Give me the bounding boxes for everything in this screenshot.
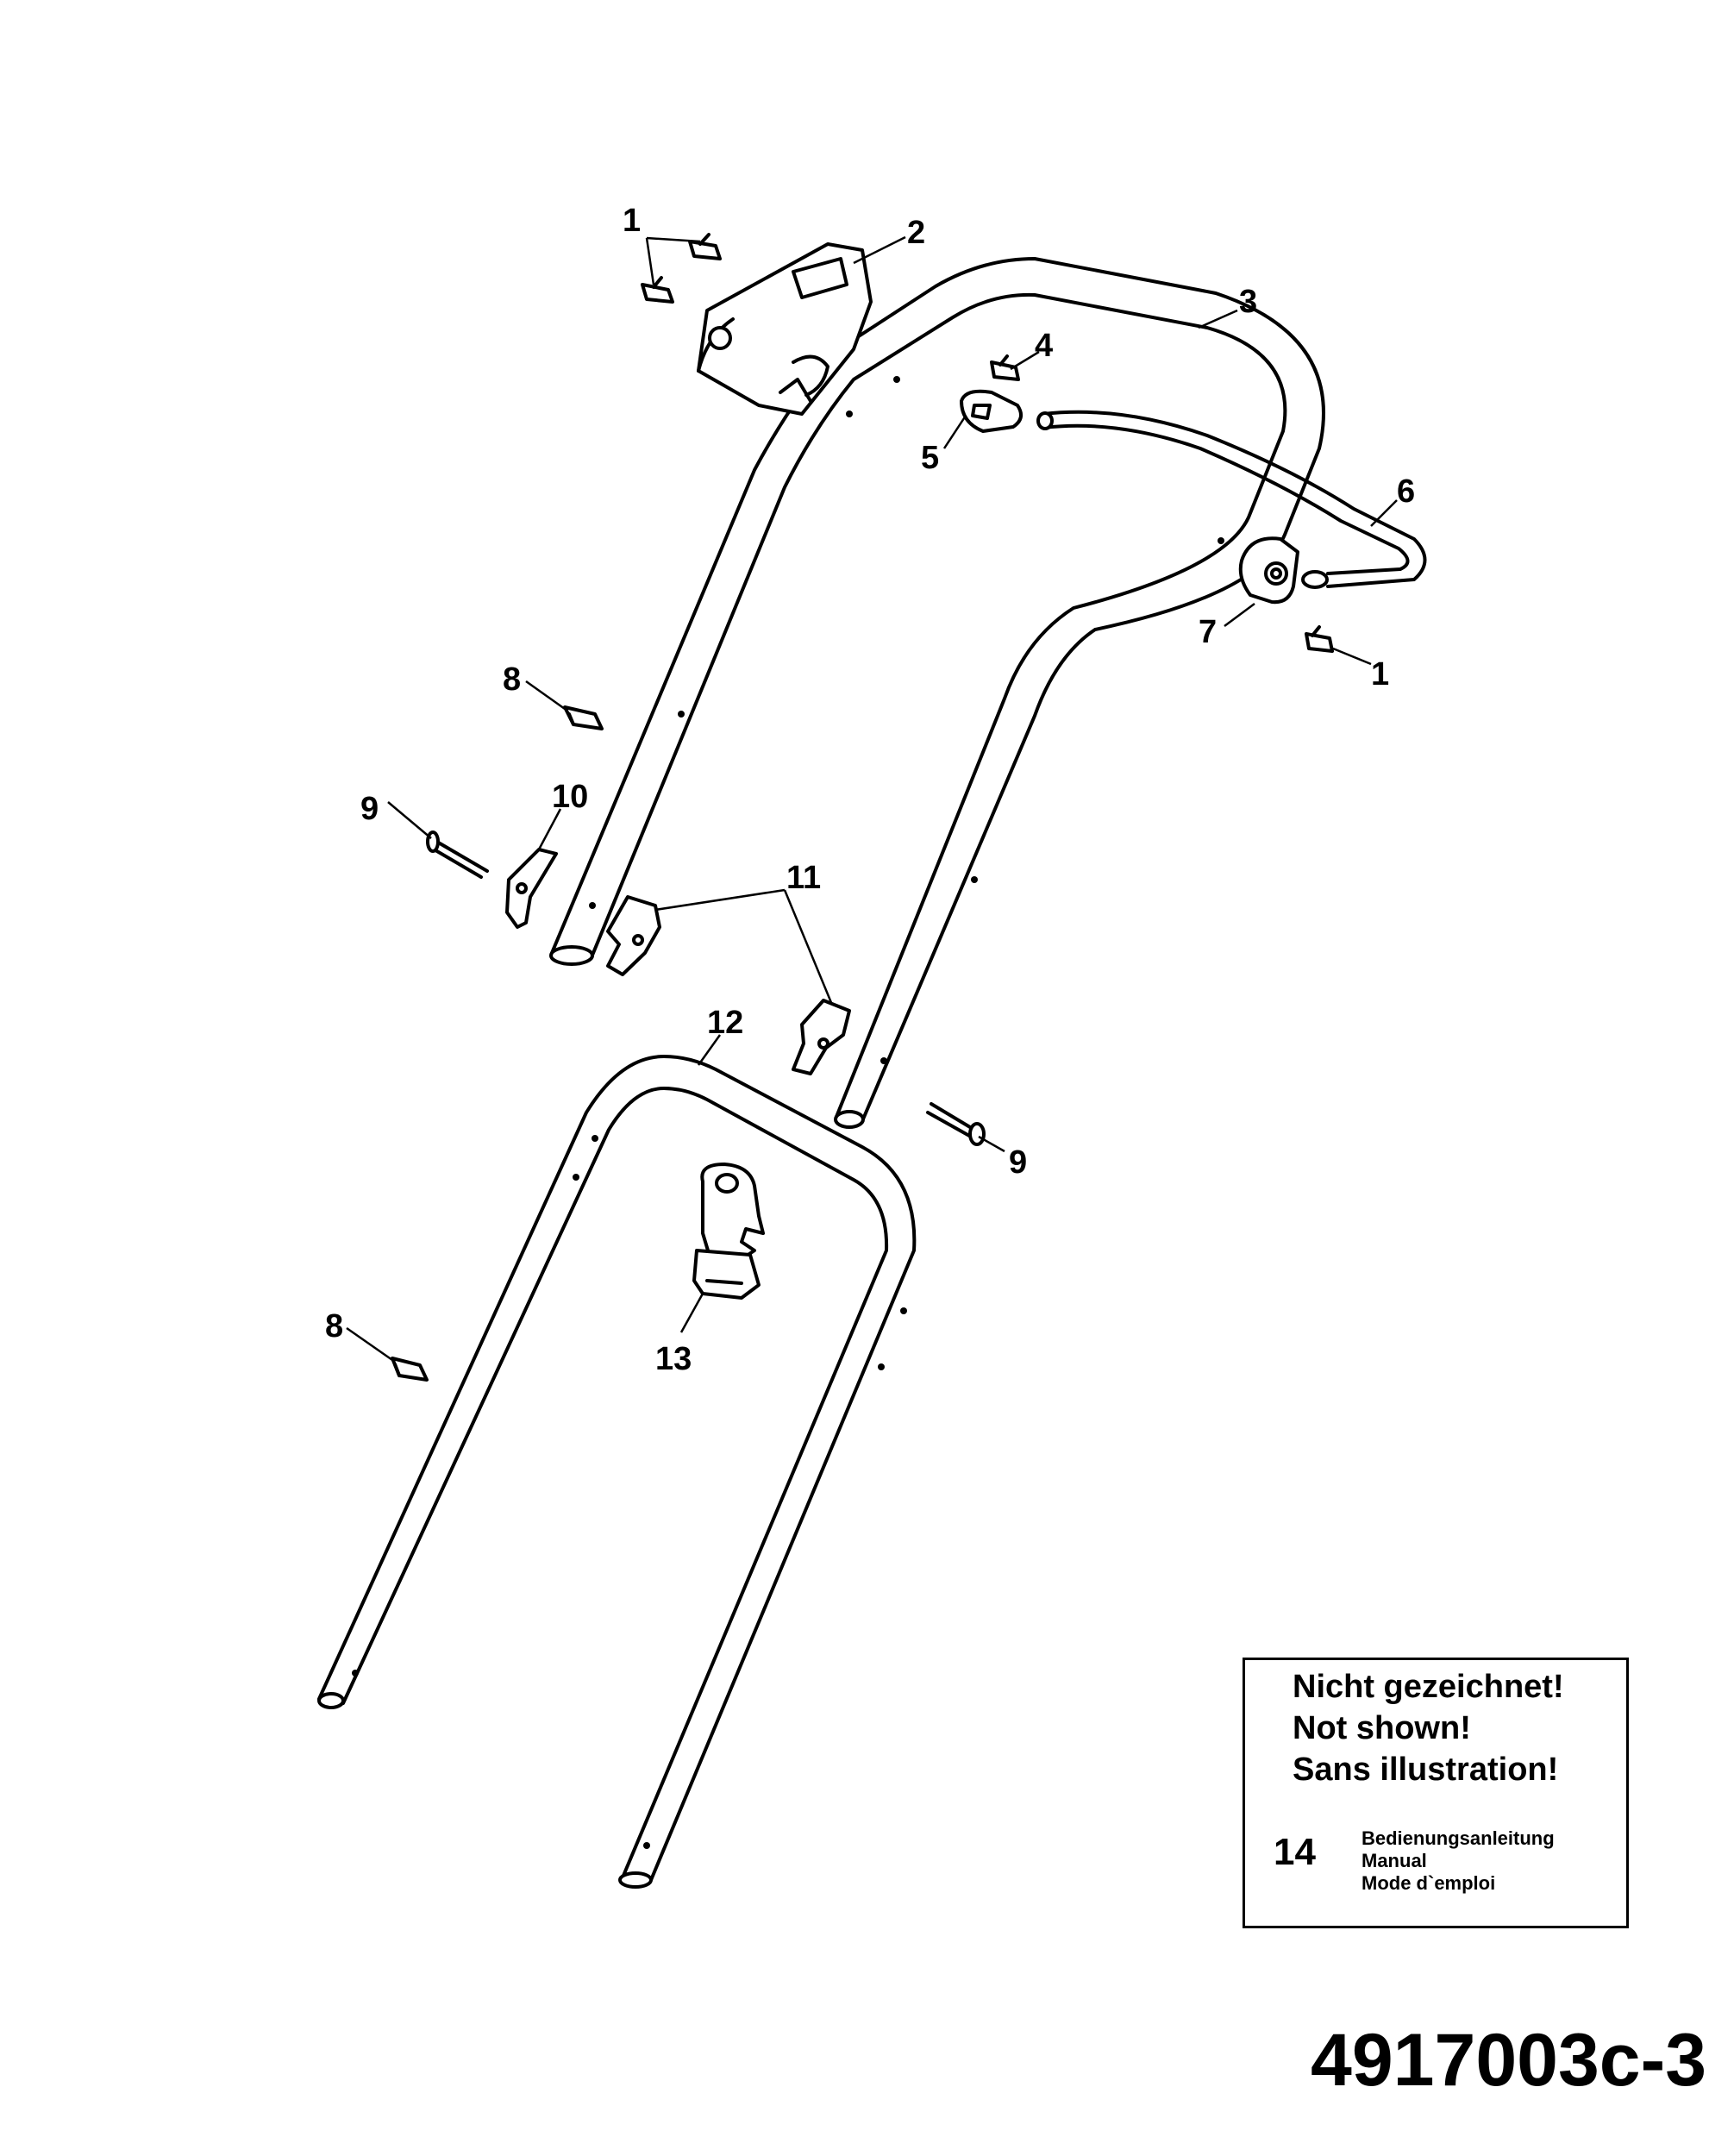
plug	[563, 705, 604, 730]
bolt	[426, 830, 489, 879]
wing-knob	[606, 895, 661, 976]
callout-8: 8	[503, 661, 521, 698]
note-line-english: Not shown!	[1293, 1710, 1471, 1746]
upper-handle-bar	[549, 257, 1325, 1129]
callout-6: 6	[1397, 473, 1415, 510]
screw	[688, 233, 722, 260]
screw	[1305, 625, 1334, 653]
callout-2: 2	[907, 215, 925, 251]
screw	[990, 354, 1020, 381]
control-box	[697, 242, 873, 416]
wing-knob	[792, 999, 851, 1075]
callout-9: 9	[360, 791, 379, 827]
callout-1: 1	[623, 203, 641, 239]
cable-clamp	[1238, 536, 1299, 605]
callout-10: 10	[552, 779, 588, 815]
bolt	[926, 1102, 986, 1146]
callout-numbers: 1 2 3 4 5 6 7 1 8 9 10 11 12 9 8 13	[325, 203, 1415, 1377]
callout-8: 8	[325, 1308, 343, 1344]
control-cable	[1036, 410, 1427, 589]
callout-3: 3	[1239, 284, 1257, 320]
manual-label-german: Bedienungsanleitung	[1362, 1827, 1555, 1849]
note-line-french: Sans illustration!	[1293, 1752, 1559, 1788]
callout-5: 5	[921, 440, 939, 476]
callout-7: 7	[1199, 614, 1217, 650]
manual-label-english: Manual	[1362, 1850, 1427, 1871]
cable-clamp	[960, 389, 1023, 433]
not-shown-note-box: Nicht gezeichnet! Not shown! Sans illust…	[1243, 1658, 1629, 1928]
manual-label-french: Mode d`emploi	[1362, 1872, 1496, 1894]
callout-12: 12	[707, 1005, 743, 1041]
note-line-german: Nicht gezeichnet!	[1293, 1669, 1564, 1705]
callout-4: 4	[1035, 328, 1053, 364]
screw	[641, 276, 674, 304]
plug	[391, 1357, 429, 1382]
drawing-number: 4917003c-3	[1311, 2019, 1707, 2102]
cable-guide	[692, 1163, 765, 1300]
leader-lines	[346, 235, 1398, 1362]
bracket	[505, 848, 558, 929]
callout-9: 9	[1009, 1144, 1027, 1181]
callout-11: 11	[786, 860, 821, 896]
callout-13: 13	[655, 1341, 692, 1377]
callout-1: 1	[1371, 656, 1389, 693]
note-item-number: 14	[1274, 1831, 1316, 1873]
lower-handle-bar	[317, 1055, 917, 1889]
